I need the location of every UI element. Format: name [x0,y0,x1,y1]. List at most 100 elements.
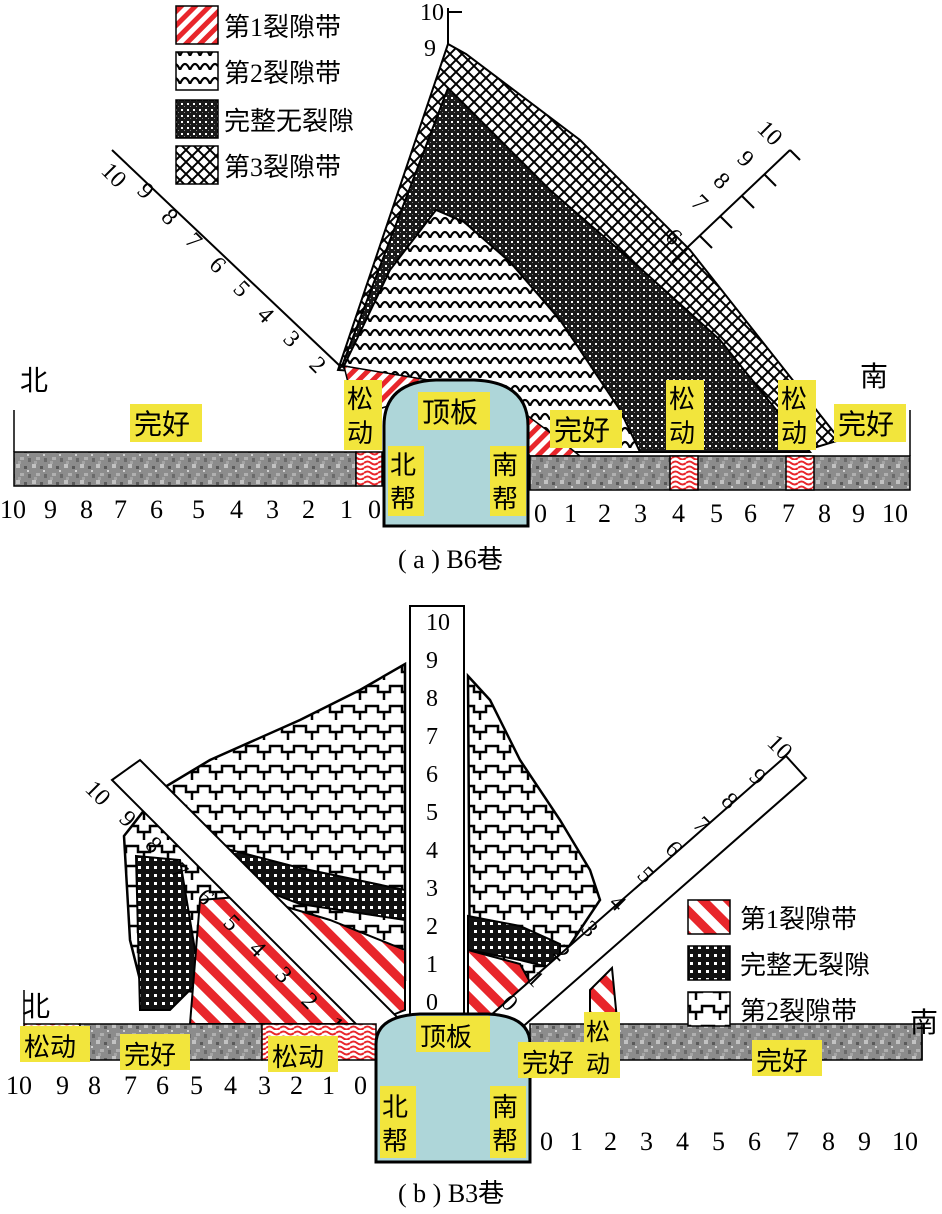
tick-bottom-a: 3 [266,495,279,524]
caption-b: ( b ) B3巷 [398,1179,504,1208]
tick-bottom-b: 7 [786,1127,799,1156]
zone-tag-a [666,380,704,450]
tick-bottom-b: 9 [56,1071,69,1100]
legend-swatch-intact-b [687,945,731,981]
tick-bottom-b: 7 [124,1071,137,1100]
caption-a: ( a ) B6巷 [398,545,503,574]
tick-bottom-a: 0 [534,499,547,528]
legend-swatch-intact [175,99,219,139]
zone-tag-b [752,1040,822,1076]
tick-bottom-a: 6 [150,495,163,524]
tick-diag-left-a: 6 [204,252,231,279]
tick-vertical-b: 5 [426,800,438,826]
zone-tag-b [20,1026,90,1062]
panel-a: 第1裂隙带 第2裂隙带 完整无裂隙 第3裂隙带 10 9 [0,0,911,574]
north-label-b: 北 [22,990,50,1023]
tick-diag-right-a: 8 [708,168,735,195]
zone-tag-b [268,1036,338,1072]
south-label-a: 南 [860,360,888,393]
panel-b: 10 9 8 7 6 5 4 3 2 1 0 10 9 8 7 6 5 4 3 … [6,605,938,1208]
legend-a: 第1裂隙带 第2裂隙带 完整无裂隙 第3裂隙带 [175,5,354,185]
tick-diag-left-a: 7 [180,228,207,255]
tick-bottom-a: 2 [302,495,315,524]
tick-bottom-a: 3 [634,499,647,528]
tick-vertical-b: 3 [426,876,438,902]
north-wall-tag-b [380,1086,416,1158]
legend-label-crack2-b: 第2裂隙带 [740,997,857,1026]
legend-label-crack1: 第1裂隙带 [224,13,341,42]
tick-diag-left-a: 3 [278,326,305,353]
tick-diag-left-a: 2 [304,352,331,379]
tick-bottom-b: 5 [190,1071,203,1100]
tick-diag-left-a: 5 [228,276,255,303]
tick-vertical-b: 1 [426,952,438,978]
tick-bottom-a: 10 [882,499,908,528]
roof-tag-a [418,392,490,430]
tick-bottom-b: 6 [748,1127,761,1156]
tick-vertical-b: 6 [426,762,438,788]
north-wall-tag-a [388,446,424,516]
zone-label-a: 动 [347,419,373,449]
tick-bottom-b: 2 [604,1127,617,1156]
north-wall-label-b: 帮 [382,1127,408,1157]
tick-bottom-a: 8 [818,499,831,528]
tick-bottom-a: 1 [340,495,353,524]
south-wall-tag-b [490,1086,526,1158]
zone-label-a: 完好 [134,408,190,441]
tick-bottom-a: 7 [114,495,127,524]
tick-bottom-b: 3 [258,1071,271,1100]
tick-bottom-a: 7 [782,499,795,528]
zone-label-a: 完好 [838,408,894,441]
legend-swatch-crack1 [175,5,219,45]
legend-label-crack3: 第3裂隙带 [224,153,341,182]
tick-bottom-a: 2 [598,499,611,528]
zone-tag-a [778,380,816,450]
zone-label-b: 完好 [522,1049,574,1079]
north-wall-label-b: 北 [382,1093,408,1123]
tick-vertical-b: 7 [426,724,438,750]
bottom-ticks-b: 10 9 8 7 6 5 4 3 2 1 0 0 1 2 3 4 5 6 7 8… [6,1071,918,1156]
zone-tags-a: 完好 松 动 完好 松 动 松 动 完好 顶板 北 帮 南 帮 [130,380,906,516]
roof-label-a: 顶板 [422,396,478,429]
tick-vertical-b: 10 [426,610,450,636]
zone-tag-b [120,1034,190,1070]
roof-tag-b [416,1016,490,1052]
tick-diag-left-b: 10 [80,776,115,811]
tick-vertical-a: 10 [420,0,444,26]
tick-bottom-b: 3 [640,1127,653,1156]
legend-swatch-crack1-b [687,899,731,935]
tick-diag-right-a: 10 [752,116,787,151]
tick-bottom-b: 10 [6,1071,32,1100]
zone-label-b: 松动 [272,1043,324,1073]
south-label-b: 南 [910,1006,938,1039]
legend-b: 第1裂隙带 完整无裂隙 第2裂隙带 [687,899,870,1027]
north-label-a: 北 [20,364,48,397]
zone-label-a: 动 [781,419,807,449]
loose-strip-a-s2 [785,455,815,491]
tick-vertical-b: 9 [426,648,438,674]
tick-diag-right-a: 7 [686,190,713,217]
tick-bottom-a: 8 [80,495,93,524]
tick-bottom-b: 2 [290,1071,303,1100]
zone-label-b: 完好 [756,1047,808,1077]
tick-bottom-b: 6 [156,1071,169,1100]
legend-label-crack1-b: 第1裂隙带 [740,905,857,934]
tick-bottom-a: 9 [44,495,57,524]
tick-bottom-b: 8 [88,1071,101,1100]
zone-label-b: 完好 [124,1041,176,1071]
south-wall-label-a: 南 [492,451,518,481]
intact-zone-b-left [134,854,202,1011]
tick-bottom-b: 10 [892,1127,918,1156]
north-wall-label-a: 北 [390,451,416,481]
tick-bottom-a: 5 [710,499,723,528]
zone-tag-a [344,380,382,450]
zone-tags-b: 松动 完好 松动 完好 松 动 完好 顶板 北 帮 南 帮 [20,1012,822,1158]
south-wall-label-b: 帮 [492,1127,518,1157]
tick-bottom-a: 1 [564,499,577,528]
zone-tag-a [550,410,622,448]
south-wall-tag-a [490,446,526,516]
zone-tag-a [130,404,202,442]
tick-diag-right-b: 10 [762,730,797,765]
zone-label-b: 松 [586,1018,610,1046]
tick-bottom-a: 5 [192,495,205,524]
